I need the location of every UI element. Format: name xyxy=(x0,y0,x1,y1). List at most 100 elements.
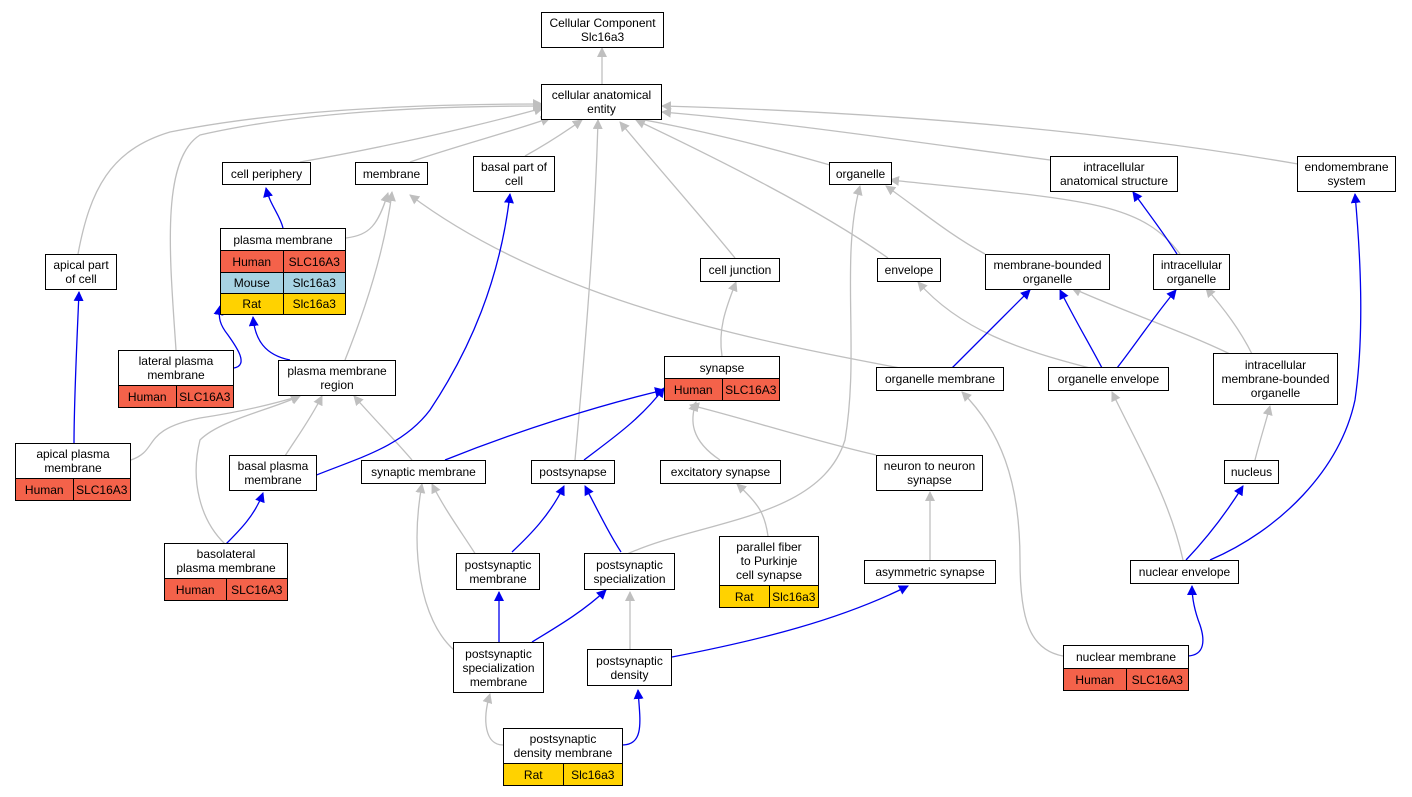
species-row-human: Human SLC16A3 xyxy=(221,251,345,272)
edge-basolateralpm-pmregion xyxy=(195,395,301,545)
species-row-human: Human SLC16A3 xyxy=(665,379,779,400)
node-organelle-envelope[interactable]: organelle envelope xyxy=(1048,367,1169,391)
card-title: postsynaptic density membrane xyxy=(504,729,622,764)
edge-cellperiphery-cae xyxy=(299,105,544,163)
edge-celljunction-cae xyxy=(619,121,736,259)
node-postsynaptic-density-membrane[interactable]: postsynaptic density membrane Rat Slc16a… xyxy=(503,728,623,786)
gene-symbol: SLC16A3 xyxy=(721,379,780,400)
gene-symbol: SLC16A3 xyxy=(175,386,234,407)
card-title: apical plasma membrane xyxy=(16,444,130,479)
edge-pssmembrane-pss xyxy=(531,589,607,643)
gene-symbol: Slc16a3 xyxy=(768,586,819,607)
edge-psdmembrane-pssmembrane xyxy=(482,693,504,746)
node-nucleus[interactable]: nucleus xyxy=(1224,460,1279,484)
edge-parallel-excitatory xyxy=(736,483,769,537)
edge-imbo-mbo xyxy=(1071,287,1231,355)
node-postsynapse[interactable]: postsynapse xyxy=(531,460,615,484)
node-postsynaptic-membrane[interactable]: postsynaptic membrane xyxy=(456,553,540,590)
node-cell-periphery[interactable]: cell periphery xyxy=(222,162,311,185)
node-membrane[interactable]: membrane xyxy=(355,162,428,185)
node-organelle[interactable]: organelle xyxy=(829,162,892,185)
card-title: lateral plasma membrane xyxy=(119,351,233,386)
species-label: Human xyxy=(673,382,713,397)
node-parallel-fiber-to-purkinje-cell-synapse[interactable]: parallel fiber to Purkinje cell synapse … xyxy=(719,536,819,608)
edge-synmembrane-pmregion xyxy=(353,395,413,461)
node-cellular-component[interactable]: Cellular Component Slc16a3 xyxy=(541,12,664,48)
edge-pm-cellperiphery xyxy=(263,187,284,229)
card-title: plasma membrane xyxy=(221,229,345,251)
edge-pmregion-pm xyxy=(248,316,291,361)
edge-basolateralpm-basalpm xyxy=(225,492,265,545)
node-synapse[interactable]: synapse Human SLC16A3 xyxy=(664,356,780,401)
card-title: nuclear membrane xyxy=(1064,646,1188,669)
gene-symbol: SLC16A3 xyxy=(282,251,346,272)
node-apical-part-of-cell[interactable]: apical part of cell xyxy=(45,254,117,290)
node-plasma-membrane-region[interactable]: plasma membrane region xyxy=(278,360,396,396)
species-label: Rat xyxy=(242,297,262,311)
edge-postsynapse-synapse xyxy=(583,387,665,461)
edge-nuclearenvelope-nucleus xyxy=(1185,485,1244,561)
node-intracellular-membrane-bounded-organelle[interactable]: intracellular membrane-bounded organelle xyxy=(1213,353,1338,405)
node-basal-plasma-membrane[interactable]: basal plasma membrane xyxy=(229,455,317,491)
edge-oe-mbo xyxy=(1059,289,1103,369)
gene-symbol: Slc16a3 xyxy=(282,294,346,314)
species-row-human: Human SLC16A3 xyxy=(165,579,287,600)
edge-nuclearenvelope-oe xyxy=(1111,391,1184,561)
node-postsynaptic-specialization[interactable]: postsynaptic specialization xyxy=(584,553,675,590)
node-intracellular-organelle[interactable]: intracellular organelle xyxy=(1153,254,1230,290)
node-postsynaptic-density[interactable]: postsynaptic density xyxy=(587,649,672,686)
species-label: Human xyxy=(175,582,215,597)
edge-pssmembrane-synmembrane xyxy=(415,483,455,651)
node-lateral-plasma-membrane[interactable]: lateral plasma membrane Human SLC16A3 xyxy=(118,350,234,408)
node-basolateral-plasma-membrane[interactable]: basolateral plasma membrane Human SLC16A… xyxy=(164,543,288,601)
node-plasma-membrane[interactable]: plasma membrane Human SLC16A3 Mouse Slc1… xyxy=(220,228,346,315)
edge-pss-organelle xyxy=(624,185,863,556)
edge-n2n-synapse xyxy=(689,402,877,456)
edge-pss-postsynapse xyxy=(584,485,622,553)
edge-intracellular-cae xyxy=(661,107,1051,161)
node-asymmetric-synapse[interactable]: asymmetric synapse xyxy=(864,560,996,584)
edge-nuclearmembrane-nuclearenvelope xyxy=(1187,585,1204,657)
edge-mbo-organelle xyxy=(885,185,986,255)
edge-postsynapse-cae xyxy=(574,119,603,461)
gene-symbol: SLC16A3 xyxy=(225,579,288,600)
edge-envelope-cae xyxy=(635,119,889,259)
edge-io-organelle xyxy=(889,175,1181,255)
edge-lateralpm-pm xyxy=(213,305,242,369)
gene-symbol: SLC16A3 xyxy=(72,479,131,500)
species-label: Rat xyxy=(523,767,543,782)
edge-endomembrane-cae xyxy=(661,101,1299,165)
edge-psmembrane-postsynapse xyxy=(511,485,565,553)
species-row-human: Human SLC16A3 xyxy=(119,386,233,407)
node-cellular-anatomical-entity[interactable]: cellular anatomical entity xyxy=(541,84,662,120)
node-endomembrane-system[interactable]: endomembrane system xyxy=(1297,156,1396,192)
species-row-human: Human SLC16A3 xyxy=(16,479,130,500)
node-intracellular-anatomical-structure[interactable]: intracellular anatomical structure xyxy=(1050,156,1178,192)
species-label: Mouse xyxy=(233,276,270,290)
node-membrane-bounded-organelle[interactable]: membrane-bounded organelle xyxy=(985,254,1110,290)
edge-basalpart-cae xyxy=(524,119,583,157)
edge-psdensity-asym xyxy=(671,585,909,658)
node-cell-junction[interactable]: cell junction xyxy=(700,258,780,282)
edge-pmregion-membrane xyxy=(344,191,396,361)
card-title: parallel fiber to Purkinje cell synapse xyxy=(720,537,818,586)
node-organelle-membrane[interactable]: organelle membrane xyxy=(876,367,1004,391)
node-apical-plasma-membrane[interactable]: apical plasma membrane Human SLC16A3 xyxy=(15,443,131,501)
node-basal-part-of-cell[interactable]: basal part of cell xyxy=(473,156,555,192)
node-nuclear-envelope[interactable]: nuclear envelope xyxy=(1130,560,1239,584)
species-label: Human xyxy=(232,254,272,269)
species-label: Human xyxy=(1075,672,1115,687)
edge-organellemembrane-membrane xyxy=(409,194,901,369)
edge-nuclearenvelope-endomembrane xyxy=(1209,193,1362,561)
node-excitatory-synapse[interactable]: excitatory synapse xyxy=(660,460,781,484)
edge-pm-membrane xyxy=(345,192,391,239)
node-nuclear-membrane[interactable]: nuclear membrane Human SLC16A3 xyxy=(1063,645,1189,691)
node-postsynaptic-specialization-membrane[interactable]: postsynaptic specialization membrane xyxy=(453,642,544,693)
node-neuron-to-neuron-synapse[interactable]: neuron to neuron synapse xyxy=(876,455,983,491)
node-envelope[interactable]: envelope xyxy=(877,258,941,282)
node-synaptic-membrane[interactable]: synaptic membrane xyxy=(361,460,486,484)
species-label: Rat xyxy=(734,589,754,604)
edge-lateralpm-cae xyxy=(169,101,543,351)
edge-psmembrane-synmembrane xyxy=(431,483,477,556)
